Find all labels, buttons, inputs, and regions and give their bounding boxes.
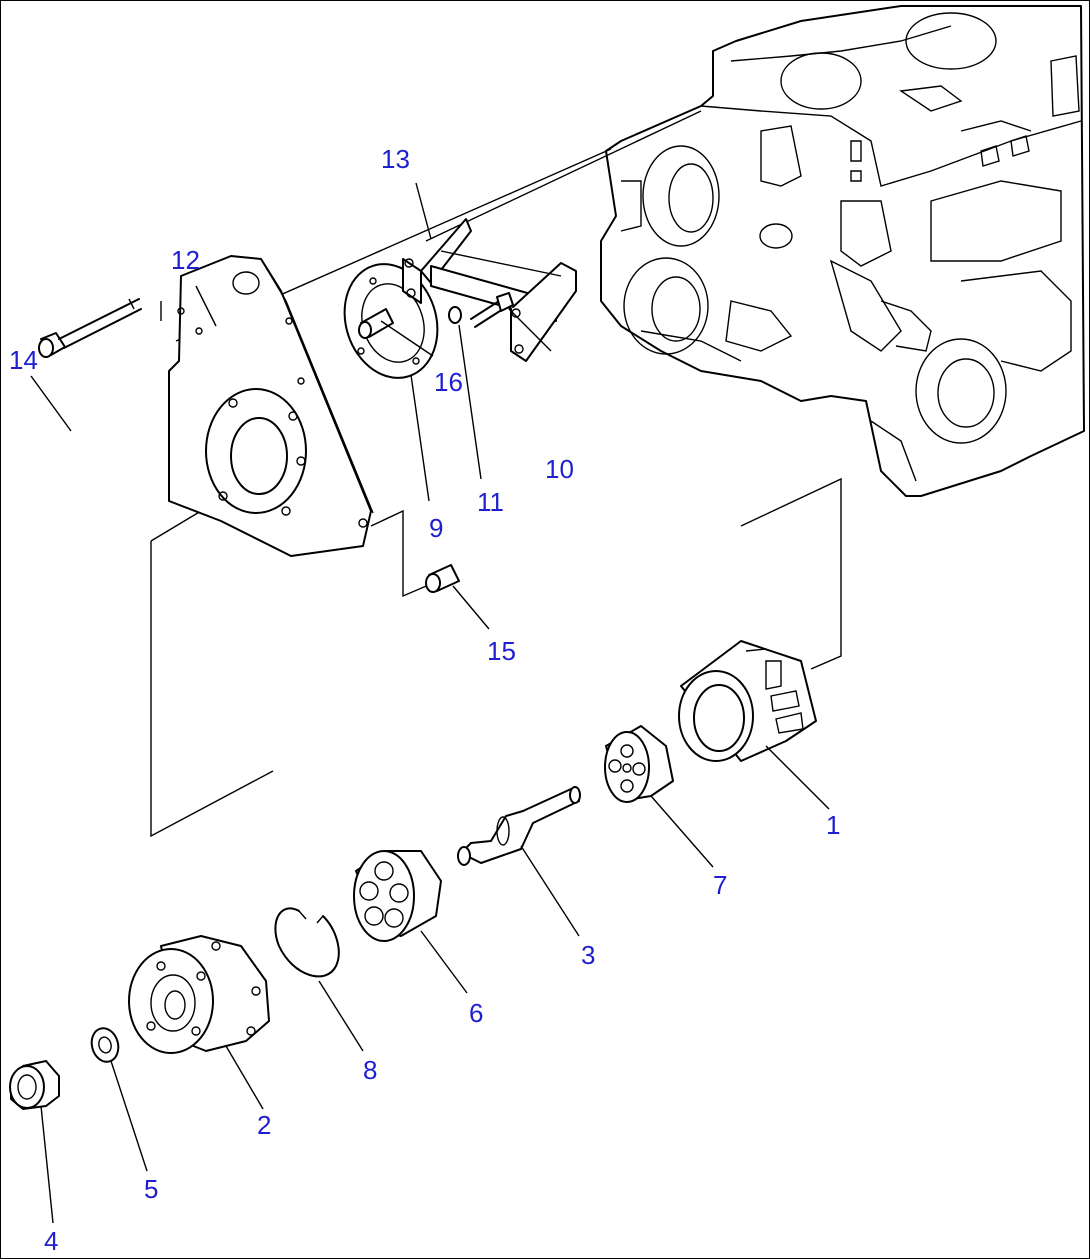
callout-13: 13 [381, 144, 410, 174]
part-4-nut [9, 1060, 60, 1110]
callout-2: 2 [257, 1110, 271, 1140]
callout-6: 6 [469, 998, 483, 1028]
assembly-guide-lines [150, 110, 842, 838]
part-5-washer [90, 1027, 120, 1063]
callout-12: 12 [171, 245, 200, 275]
part-6-rotor [353, 850, 442, 942]
callout-14: 14 [9, 345, 38, 375]
part-14-bolt [38, 298, 142, 358]
callout-8: 8 [363, 1055, 377, 1085]
callout-11: 11 [477, 487, 504, 517]
part-12-bracket-plate [168, 255, 374, 557]
part-13-support-bracket [402, 218, 577, 362]
callout-3: 3 [581, 940, 595, 970]
part-10-bolt [470, 292, 514, 328]
callout-10: 10 [545, 454, 574, 484]
callout-5: 5 [144, 1174, 158, 1204]
callout-15: 15 [487, 636, 516, 666]
engine-block [600, 5, 1085, 497]
callout-9: 9 [429, 513, 443, 543]
callout-16: 16 [434, 367, 463, 397]
part-16-spacer [358, 308, 394, 339]
part-11-washer [448, 306, 462, 324]
callout-1: 1 [826, 810, 840, 840]
leader-lines [30, 182, 830, 1224]
callout-4: 4 [44, 1226, 58, 1256]
callout-7: 7 [713, 870, 727, 900]
callout-labels: 1 2 3 4 5 6 7 8 9 10 11 12 13 14 15 16 [9, 144, 840, 1256]
part-15-spacer [425, 564, 460, 593]
part-3-shaft [457, 786, 581, 866]
part-8-snap-ring [274, 907, 340, 978]
part-7-rotor [604, 725, 674, 803]
part-1-housing [678, 640, 817, 762]
part-2-pump-cover [128, 935, 270, 1054]
